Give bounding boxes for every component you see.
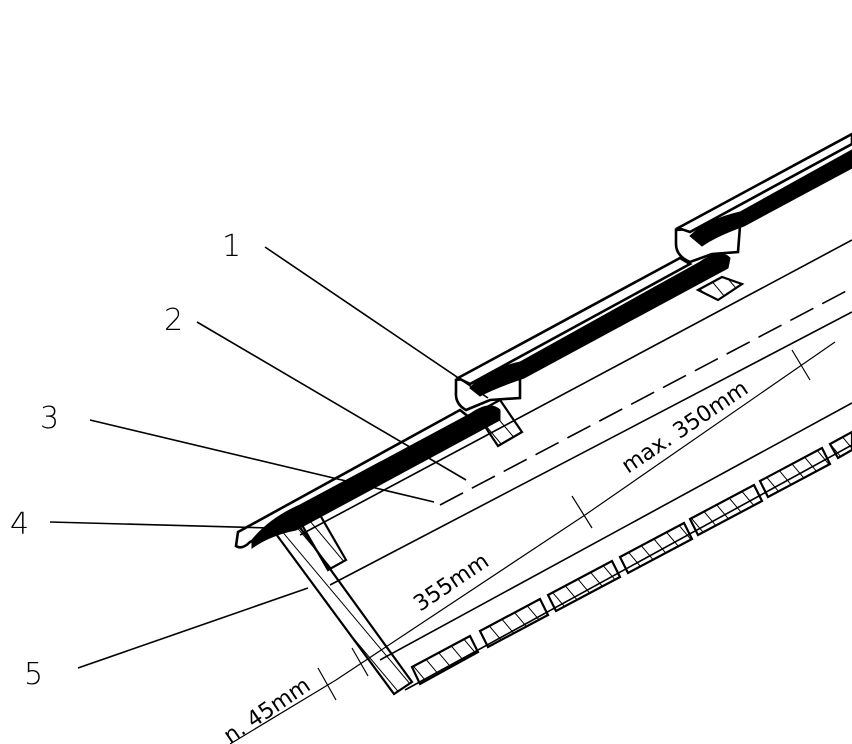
overhang-dimension-label: n. 45mm (219, 673, 315, 744)
leader-lines (49, 246, 489, 669)
batten (695, 275, 745, 302)
dimension-lines (229, 341, 836, 744)
callout-3: 3 (40, 401, 59, 436)
gauge-tick-start (571, 495, 593, 529)
callout-5: 5 (24, 657, 43, 692)
rafter-dimension-label: 355mm (409, 549, 493, 617)
sarking-board (618, 521, 694, 575)
leader-line-5 (77, 587, 309, 669)
sarking-boards (410, 430, 852, 686)
callout-labels: 1 2 3 4 5 (10, 229, 241, 692)
sarking-board (828, 430, 852, 460)
rafter-dimension-line (335, 514, 586, 681)
roof-tile-lower-body (251, 405, 501, 549)
callout-4: 4 (10, 507, 29, 542)
leader-line-3 (89, 419, 435, 503)
counter-batten-dashed-line (439, 287, 852, 506)
battens-base-line (299, 239, 852, 536)
membrane-line (329, 311, 852, 586)
overhang-tick-end (351, 647, 369, 677)
gauge-tick-end (791, 349, 811, 381)
gauge-dimension-line (584, 341, 836, 516)
overhang-tick-start (317, 667, 337, 701)
roof-tile-upper-top (674, 132, 852, 234)
leader-line-1 (264, 246, 489, 399)
sarking-board (546, 559, 622, 613)
leader-line-4 (49, 521, 271, 529)
sarking-board (688, 483, 764, 537)
roof-tile-upper-body (689, 149, 852, 247)
gauge-dimension-label: max. 350mm (617, 376, 753, 479)
fascia-board (274, 520, 414, 696)
roof-tiles (234, 132, 852, 549)
callout-1: 1 (222, 229, 241, 264)
rafter-top-line (379, 402, 852, 661)
sarking-board (478, 597, 550, 649)
sarking-board (410, 634, 480, 686)
leader-line-2 (196, 321, 467, 481)
overhang-dimension-line (229, 679, 337, 744)
roof-tile-middle-top (455, 256, 693, 386)
callout-2: 2 (164, 303, 183, 338)
sarking-board (758, 446, 832, 499)
eaves-fascia (274, 513, 414, 696)
